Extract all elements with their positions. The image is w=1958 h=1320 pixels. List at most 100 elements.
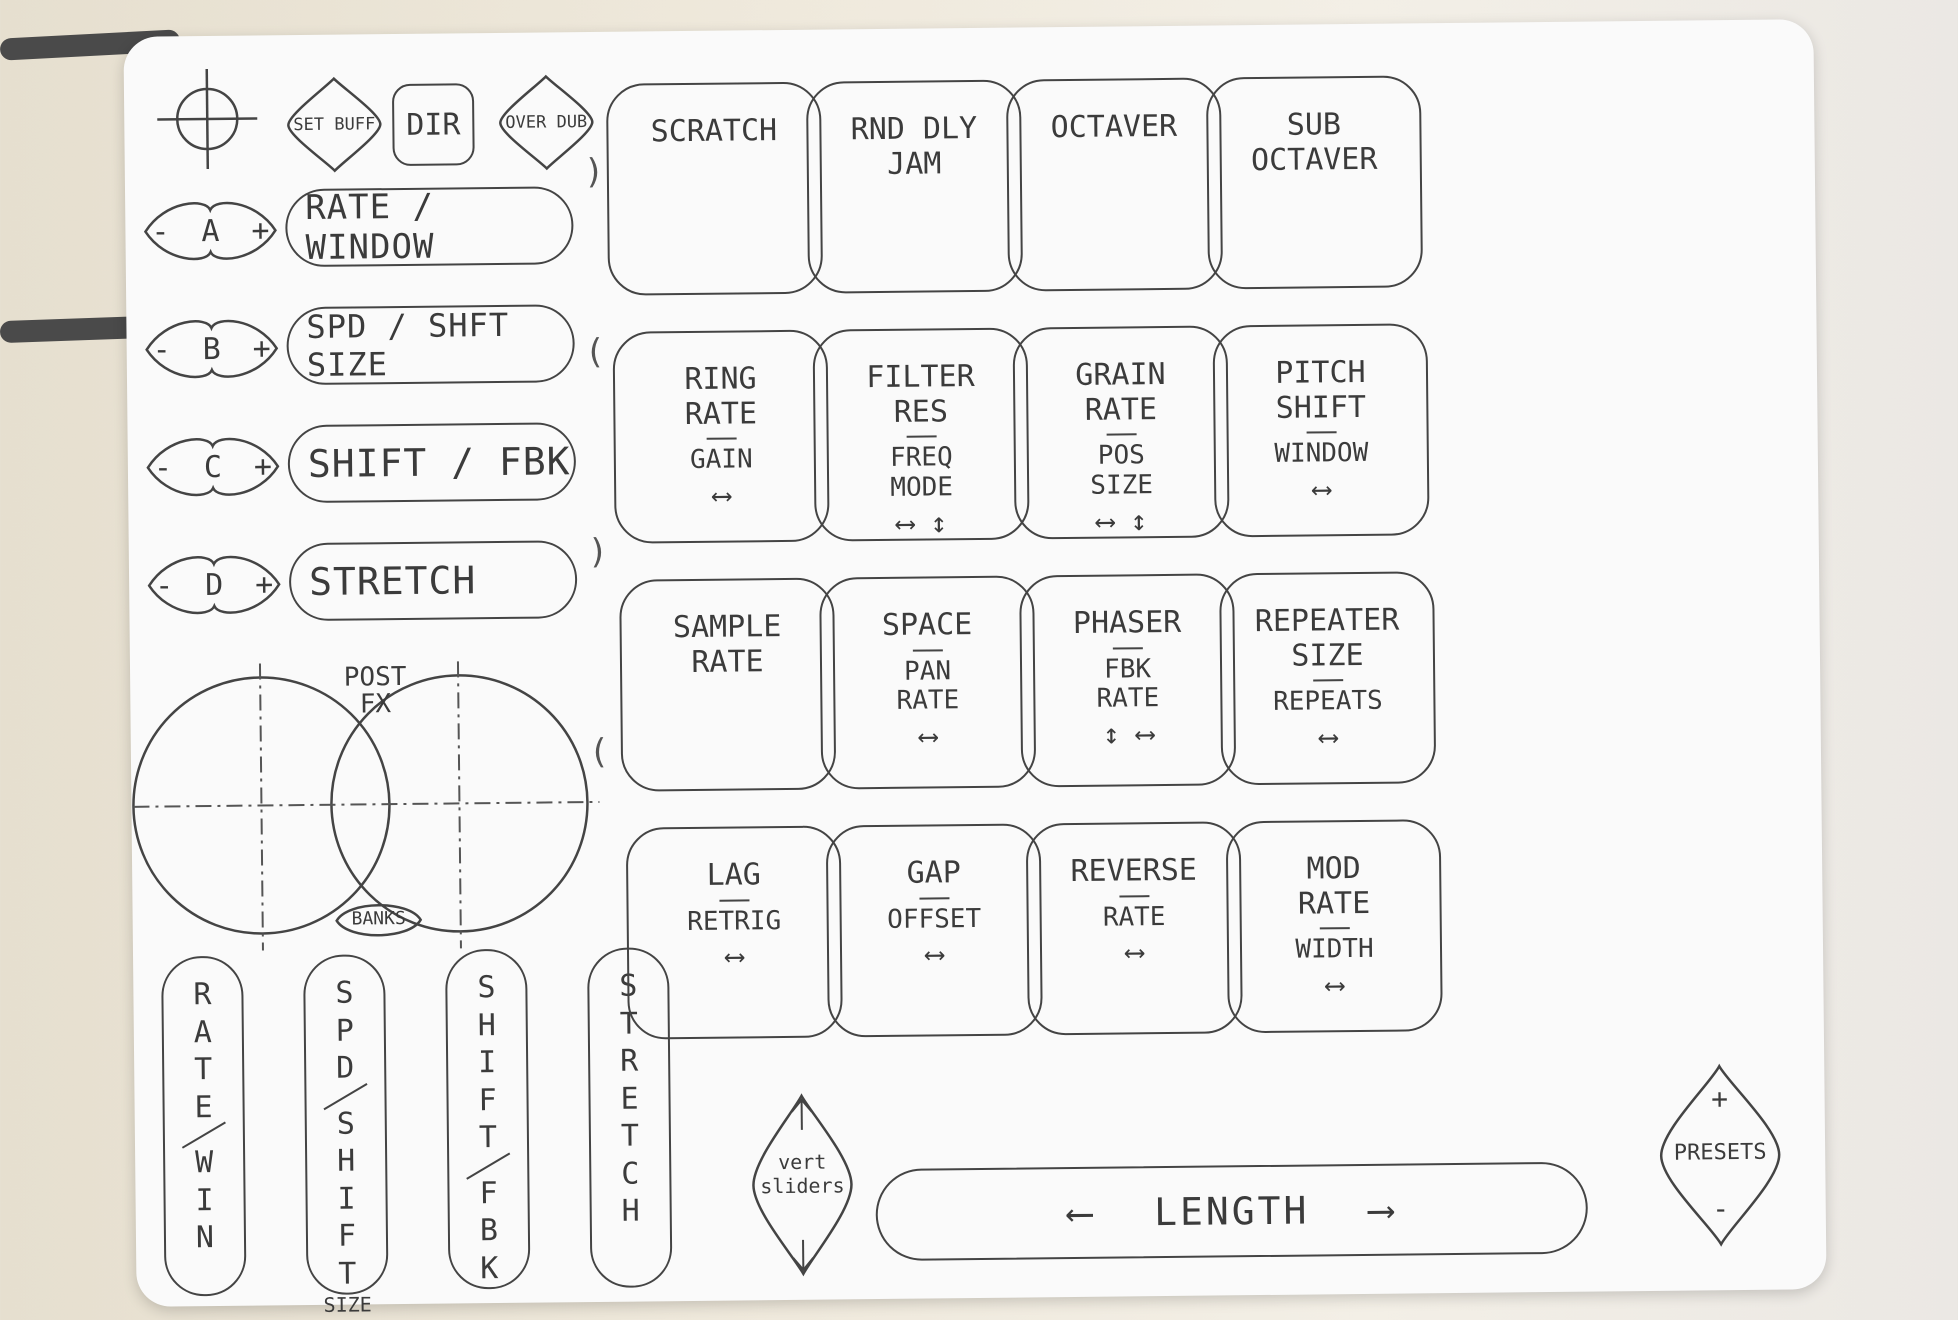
pad-title: JAM bbox=[887, 147, 942, 182]
pad-divider bbox=[1319, 927, 1349, 929]
pad-arrow-icon: ⟷ bbox=[926, 939, 943, 971]
vert-sliders-button[interactable]: vert sliders bbox=[746, 1089, 858, 1280]
pad-subtitle: FREQ bbox=[890, 443, 953, 474]
pad-title: SIZE bbox=[1291, 638, 1364, 673]
encoder-minus: - bbox=[155, 568, 173, 603]
set-buff-button[interactable]: SET BUFF bbox=[284, 74, 385, 175]
pad-arrow-icon: ⟷ bbox=[713, 479, 730, 511]
encoder-letter: B bbox=[202, 331, 220, 366]
slider-char: S bbox=[477, 969, 495, 1007]
encoder-c[interactable]: - C + bbox=[138, 429, 289, 505]
crosshair-icon bbox=[152, 63, 263, 174]
encoder-plus: + bbox=[254, 449, 272, 484]
slider-char: C bbox=[621, 1155, 639, 1193]
pad-divider bbox=[1313, 679, 1343, 681]
pad-divider bbox=[919, 897, 949, 899]
encoder-a[interactable]: - A + bbox=[135, 193, 286, 269]
rate-win-vertical-slider[interactable]: R A T E W I N bbox=[161, 956, 247, 1297]
slider-char: A bbox=[194, 1014, 212, 1052]
pad-divider bbox=[706, 437, 736, 439]
over-dub-button[interactable]: OVER DUB bbox=[496, 72, 597, 173]
slider-char: F bbox=[338, 1218, 356, 1256]
over-dub-label: OVER DUB bbox=[496, 72, 597, 173]
dir-button[interactable]: DIR bbox=[392, 83, 475, 166]
pad-title: FILTER bbox=[866, 360, 975, 396]
slider-char: T bbox=[194, 1051, 212, 1089]
shift-fbk-label: SHIFT / FBK bbox=[308, 439, 571, 486]
pad-title: RES bbox=[894, 395, 949, 430]
pad-title: REVERSE bbox=[1070, 854, 1197, 890]
pad-divider bbox=[912, 649, 942, 651]
pad-subtitle: WINDOW bbox=[1274, 439, 1368, 470]
pad-title: OCTAVER bbox=[1051, 110, 1178, 146]
slider-char: N bbox=[196, 1219, 214, 1257]
right-arrow-icon: ⟶ bbox=[1369, 1188, 1395, 1232]
slider-char: S bbox=[335, 975, 353, 1013]
slider-char: E bbox=[194, 1089, 212, 1127]
spd-shift-size-vertical-slider[interactable]: S P D S H I F T SIZE bbox=[303, 954, 389, 1295]
banks-button[interactable]: BANKS bbox=[328, 894, 429, 947]
slider-char: E bbox=[620, 1080, 638, 1118]
pad-arrow-icon: ⟷ bbox=[1313, 473, 1330, 505]
pad-title: RATE bbox=[1298, 886, 1371, 921]
encoder-b[interactable]: - B + bbox=[136, 311, 287, 387]
pad-subtitle: FBK bbox=[1104, 655, 1151, 685]
spd-shift-size-label: SPD / SHFT SIZE bbox=[306, 305, 573, 384]
pad-subtitle: RATE bbox=[896, 687, 959, 718]
encoder-plus: + bbox=[251, 213, 269, 248]
pad-arrow-icon: ⟷ bbox=[920, 721, 937, 753]
slider-char: W bbox=[195, 1144, 213, 1182]
pad-divider bbox=[1119, 895, 1149, 897]
controller-layout-card: SET BUFF DIR OVER DUB - A + RATE / WINDO… bbox=[123, 19, 1826, 1307]
pad-title: LAG bbox=[706, 858, 761, 893]
pad-title: SAMPLE bbox=[673, 610, 782, 646]
effect-pad[interactable]: SCRATCH bbox=[606, 82, 823, 296]
post-fx-label: POST FX bbox=[325, 664, 426, 720]
pad-subtitle: RATE bbox=[1096, 684, 1159, 715]
slider-char: H bbox=[478, 1007, 496, 1045]
pad-subtitle: PAN bbox=[904, 657, 951, 687]
shift-fbk-vertical-slider[interactable]: S H I F T F B K bbox=[445, 949, 531, 1290]
shift-fbk-slider[interactable]: SHIFT / FBK bbox=[287, 422, 576, 503]
encoder-letter: C bbox=[204, 449, 222, 484]
pad-subtitle: MODE bbox=[890, 473, 953, 504]
stretch-slider[interactable]: STRETCH bbox=[289, 540, 578, 621]
pad-title: REPEATER bbox=[1255, 604, 1400, 640]
presets-plus: + bbox=[1654, 1082, 1784, 1116]
pad-title: PHASER bbox=[1073, 606, 1182, 642]
pad-arrow-icon: ⟷ bbox=[1326, 969, 1343, 1001]
pad-title: RATE bbox=[691, 645, 764, 680]
encoder-d[interactable]: - D + bbox=[139, 547, 290, 623]
pad-title: GRAIN bbox=[1075, 358, 1166, 393]
slider-char: D bbox=[336, 1050, 354, 1088]
pad-arrow-icon: ⟷ ↕ bbox=[1097, 505, 1148, 538]
encoder-plus: + bbox=[252, 331, 270, 366]
pad-divider bbox=[719, 899, 749, 901]
pad-divider bbox=[1306, 431, 1336, 433]
spd-shift-size-slider[interactable]: SPD / SHFT SIZE bbox=[286, 304, 575, 385]
slider-char: B bbox=[480, 1212, 498, 1250]
rate-window-slider[interactable]: RATE / WINDOW bbox=[285, 186, 574, 267]
divider-mark: ) bbox=[591, 532, 605, 572]
presets-button[interactable]: + PRESETS - bbox=[1654, 1060, 1786, 1251]
length-slider[interactable]: ⟵ LENGTH ⟶ bbox=[875, 1162, 1588, 1261]
effect-pad[interactable]: OCTAVER bbox=[1006, 77, 1223, 291]
pad-title: GAP bbox=[906, 856, 961, 891]
slider-char: I bbox=[337, 1180, 355, 1218]
pad-arrow-icon: ⟷ ↕ bbox=[897, 507, 948, 540]
pad-title: RATE bbox=[1085, 393, 1158, 428]
